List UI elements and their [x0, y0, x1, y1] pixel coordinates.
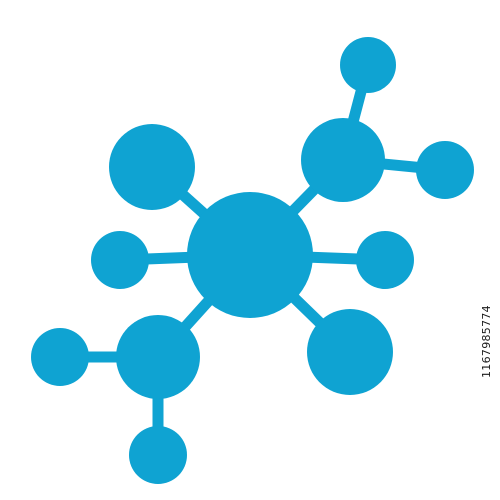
- node-lower-left: [116, 315, 200, 399]
- image-id-text: 1167985774: [480, 305, 493, 378]
- node-upper-right-top: [340, 37, 396, 93]
- hub-node: [187, 192, 313, 318]
- node-upper-right: [301, 118, 385, 202]
- node-lower-left-side: [31, 328, 89, 386]
- nodes: [31, 37, 474, 484]
- node-upper-right-side: [416, 141, 474, 199]
- node-upper-left: [109, 124, 195, 210]
- node-left: [91, 231, 149, 289]
- node-right: [356, 231, 414, 289]
- node-lower-right: [307, 309, 393, 395]
- node-lower-left-bottom: [129, 426, 187, 484]
